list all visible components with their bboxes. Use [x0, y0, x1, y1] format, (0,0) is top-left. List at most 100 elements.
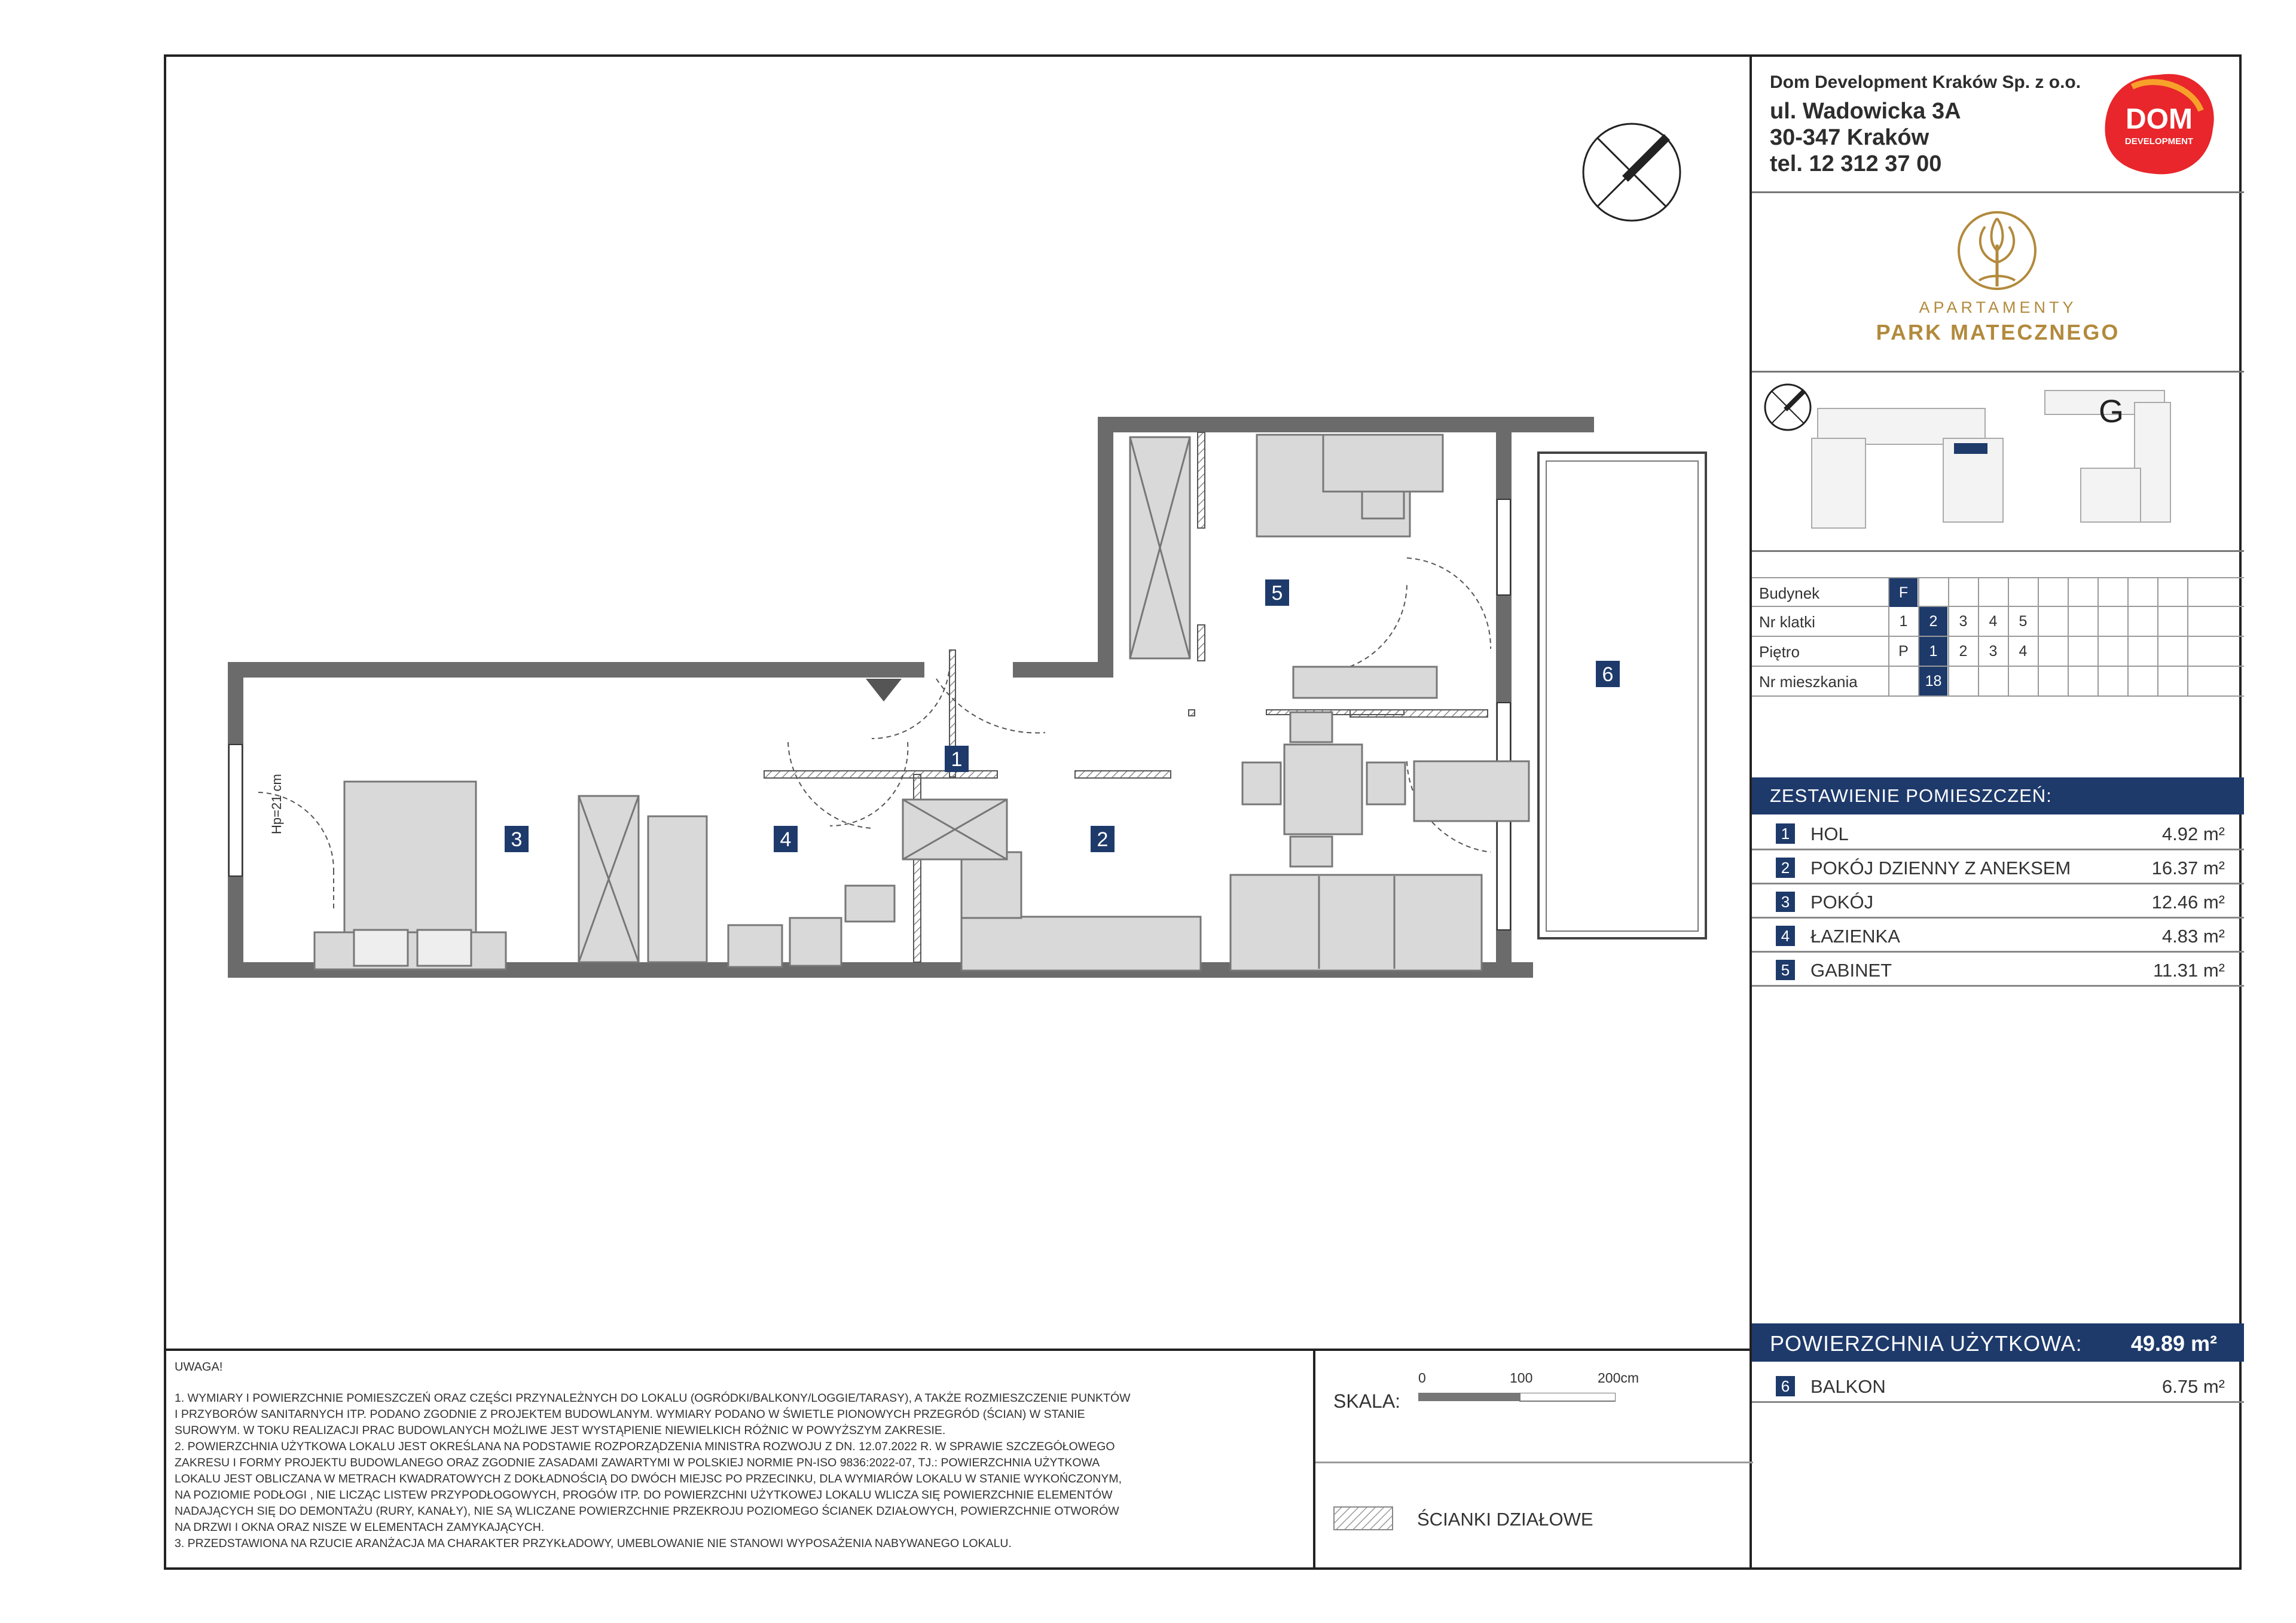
room-name: ŁAZIENKA: [1810, 926, 1900, 947]
info-cell: [2127, 637, 2157, 666]
company-phone: tel. 12 312 37 00: [1770, 151, 1942, 176]
info-cell: [1918, 578, 1947, 607]
info-cell: [2127, 578, 2157, 607]
hatch-swatch: [1333, 1506, 1393, 1530]
room-name: HOL: [1810, 823, 1849, 844]
key-plan-drawing: [1764, 383, 2171, 529]
partition-walls: [764, 432, 1488, 963]
info-cell: [2068, 607, 2097, 636]
scale-legend: SKALA: 0 100 200cm ŚCIANKI DZIAŁOWE: [1313, 1349, 1753, 1567]
total-area: POWIERZCHNIA UŻYTKOWA: 49.89 m²: [1752, 1323, 2244, 1362]
room-label-6: 6: [1602, 663, 1614, 686]
note-line: 1. WYMIARY I POWIERZCHNIE POMIESZCZEŃ OR…: [175, 1392, 1131, 1405]
svg-text:DEVELOPMENT: DEVELOPMENT: [2125, 136, 2193, 147]
info-cell: [2157, 637, 2187, 666]
info-cell: 2: [1918, 607, 1947, 636]
compass-icon: [1582, 123, 1681, 222]
room-number: 1: [1776, 823, 1795, 844]
room-number: 5: [1776, 960, 1795, 980]
company-info: Dom Development Kraków Sp. z o.o. ul. Wa…: [1752, 57, 2244, 193]
info-cell: [2008, 578, 2037, 607]
keyplan-compass-icon: [1764, 383, 1812, 431]
info-cell: 4: [1978, 607, 2007, 636]
info-label: Budynek: [1759, 584, 1820, 602]
room-name: POKÓJ: [1810, 892, 1874, 913]
info-cell: 18: [1918, 667, 1947, 695]
info-cell: 1: [1888, 607, 1918, 636]
info-cell: [2038, 578, 2067, 607]
info-cell: [1888, 667, 1918, 695]
note-line: 2. POWIERZCHNIA UŻYTKOWA LOKALU JEST OKR…: [175, 1440, 1115, 1453]
scale-bar: [1418, 1393, 1616, 1402]
info-cell: P: [1888, 637, 1918, 666]
room-number: 6: [1776, 1376, 1795, 1396]
room-area: 16.37 m²: [2151, 858, 2225, 878]
room-label-3: 3: [511, 828, 523, 851]
room-name: POKÓJ DZIENNY Z ANEKSEM: [1810, 858, 2071, 878]
document-frame: 1 2 3 4 5 6 Hp=21 cm Dom Development Kra…: [164, 54, 2244, 1570]
info-cell: [2157, 607, 2187, 636]
floor-plan-drawing: 1 2 3 4 5 6 Hp=21 cm: [228, 123, 1707, 978]
note-line: LOKALU JEST OBLICZANA W METRACH KWADRATO…: [175, 1472, 1122, 1485]
note-line: NA POZIOMIE PODŁOGI , NIE LICZĄC LISTEW …: [175, 1488, 1113, 1502]
company-city: 30-347 Kraków: [1770, 125, 1929, 150]
room-row: 5 GABINET 11.31 m²: [1752, 953, 2244, 987]
info-cell: [2068, 667, 2097, 695]
room-row: 1 HOL 4.92 m²: [1752, 816, 2244, 850]
info-cell: [2038, 667, 2067, 695]
info-label: Nr mieszkania: [1759, 673, 1858, 691]
room-number: 2: [1776, 858, 1795, 878]
side-panel: Dom Development Kraków Sp. z o.o. ul. Wa…: [1750, 57, 2244, 1567]
doors: [258, 557, 1492, 912]
room-label-1: 1: [951, 748, 963, 771]
info-cell: 3: [1948, 607, 1977, 636]
info-cell: [2187, 607, 2216, 636]
info-cell: [2187, 667, 2216, 695]
notes-title: UWAGA!: [175, 1360, 223, 1374]
brand-line-2: PARK MATECZNEGO: [1876, 320, 2120, 344]
info-cell: [2068, 578, 2097, 607]
balcony-row: 6 BALKON 6.75 m²: [1752, 1369, 2244, 1403]
room-area: 4.92 m²: [2161, 823, 2225, 844]
rooms-header: ZESTAWIENIE POMIESZCZEŃ:: [1752, 777, 2244, 814]
note-line: ZAKRESU I FORMY PROJEKTU BUDOWLANEGO ORA…: [175, 1456, 1100, 1469]
info-cell: [2068, 637, 2097, 666]
info-cell: [2038, 637, 2067, 666]
info-cell: [2097, 667, 2127, 695]
info-cell: [2157, 578, 2187, 607]
info-cell: [1948, 578, 1977, 607]
info-cell: [2097, 607, 2127, 636]
room-area: 11.31 m²: [2152, 960, 2225, 981]
info-cell: [2038, 607, 2067, 636]
note-line: I PRZYBORÓW SANITARNYCH ITP. PODANO ZGOD…: [175, 1408, 1085, 1421]
room-label-5: 5: [1272, 582, 1283, 605]
scale-tick-200: 200cm: [1598, 1370, 1639, 1386]
info-cell: [2157, 667, 2187, 695]
info-cell: F: [1888, 578, 1918, 607]
brand-block: APARTAMENTY PARK MATECZNEGO: [1752, 193, 2244, 373]
info-cell: [1978, 667, 2007, 695]
info-cell: 5: [2008, 607, 2037, 636]
info-cell: [2008, 667, 2037, 695]
building-letter: G: [2099, 393, 2124, 429]
info-cell: 4: [2008, 637, 2037, 666]
brand-line-1: APARTAMENTY: [1919, 298, 2077, 316]
note-line: 3. PRZEDSTAWIONA NA RZUCIE ARANŻACJA MA …: [175, 1537, 1012, 1550]
room-name: GABINET: [1810, 960, 1892, 981]
balcony: [1537, 451, 1707, 939]
info-cell: 3: [1978, 637, 2007, 666]
entrance-arrow-icon: [866, 679, 902, 701]
info-cell: [2097, 637, 2127, 666]
info-cell: [2187, 578, 2216, 607]
room-number: 3: [1776, 892, 1795, 912]
info-row: Budynek F: [1752, 577, 2244, 607]
company-name: Dom Development Kraków Sp. z o.o.: [1770, 72, 2081, 92]
info-cell: [2127, 607, 2157, 636]
info-cell: [2187, 637, 2216, 666]
room-row: 2 POKÓJ DZIENNY Z ANEKSEM 16.37 m²: [1752, 850, 2244, 884]
info-cell: 1: [1918, 637, 1947, 666]
notes: UWAGA! 1. WYMIARY I POWIERZCHNIE POMIESZ…: [166, 1349, 1314, 1567]
